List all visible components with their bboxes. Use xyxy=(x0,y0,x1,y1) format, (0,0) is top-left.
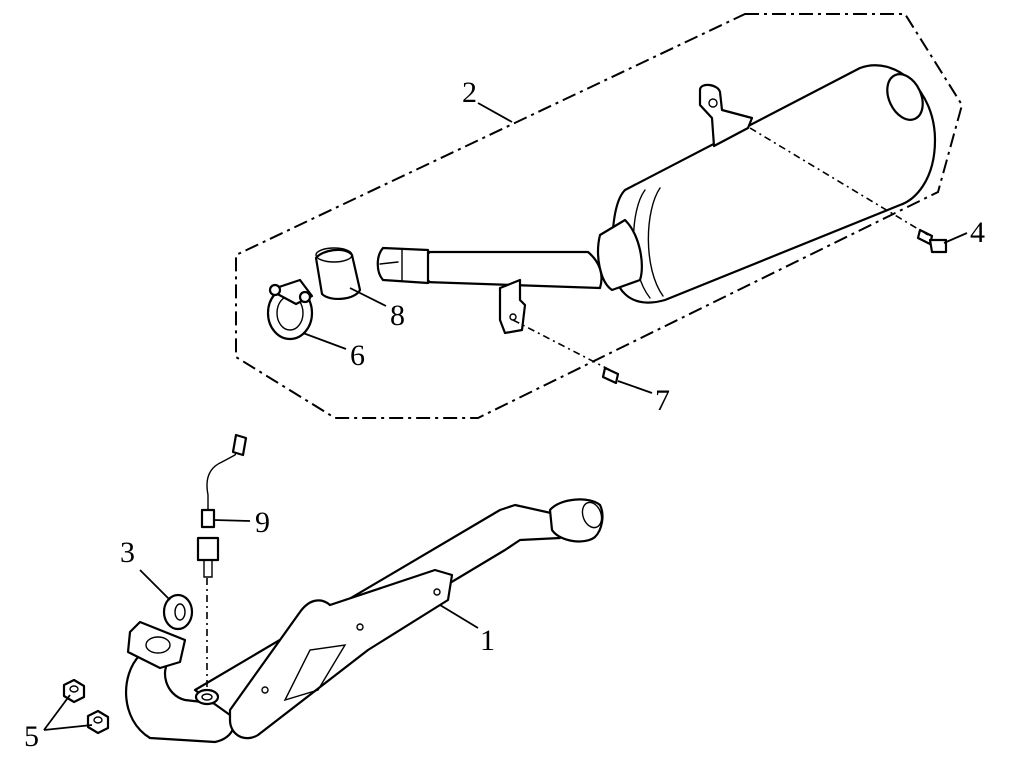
leader-7-axis xyxy=(512,319,611,371)
leader-1 xyxy=(439,604,479,629)
leader-4-axis xyxy=(749,127,929,236)
callout-4: 4 xyxy=(970,216,985,249)
callout-1: 1 xyxy=(480,624,495,657)
bolt-7 xyxy=(601,366,620,385)
gasket-sleeve xyxy=(314,247,362,300)
header-pipe xyxy=(124,498,604,744)
oxygen-sensor xyxy=(196,433,248,578)
callout-2: 2 xyxy=(462,76,477,109)
leader-2 xyxy=(477,102,513,123)
clamp xyxy=(266,278,314,341)
callout-9: 9 xyxy=(255,506,270,539)
callout-7: 7 xyxy=(655,384,670,417)
leader-8 xyxy=(349,287,387,307)
callout-5: 5 xyxy=(24,720,39,753)
leader-7 xyxy=(617,380,653,394)
leader-3 xyxy=(139,569,171,601)
washer xyxy=(162,593,194,631)
leader-6 xyxy=(302,332,347,350)
leader-5b xyxy=(43,724,93,731)
callout-6: 6 xyxy=(350,339,365,372)
bolt-4 xyxy=(916,228,948,254)
callout-8: 8 xyxy=(390,299,405,332)
nut-lower xyxy=(86,709,110,735)
callout-3: 3 xyxy=(120,536,135,569)
muffler-assembly-boundary xyxy=(235,13,964,419)
leader-9 xyxy=(213,519,251,522)
muffler xyxy=(376,64,937,335)
leader-5a xyxy=(43,694,71,731)
leader-4 xyxy=(943,232,968,244)
